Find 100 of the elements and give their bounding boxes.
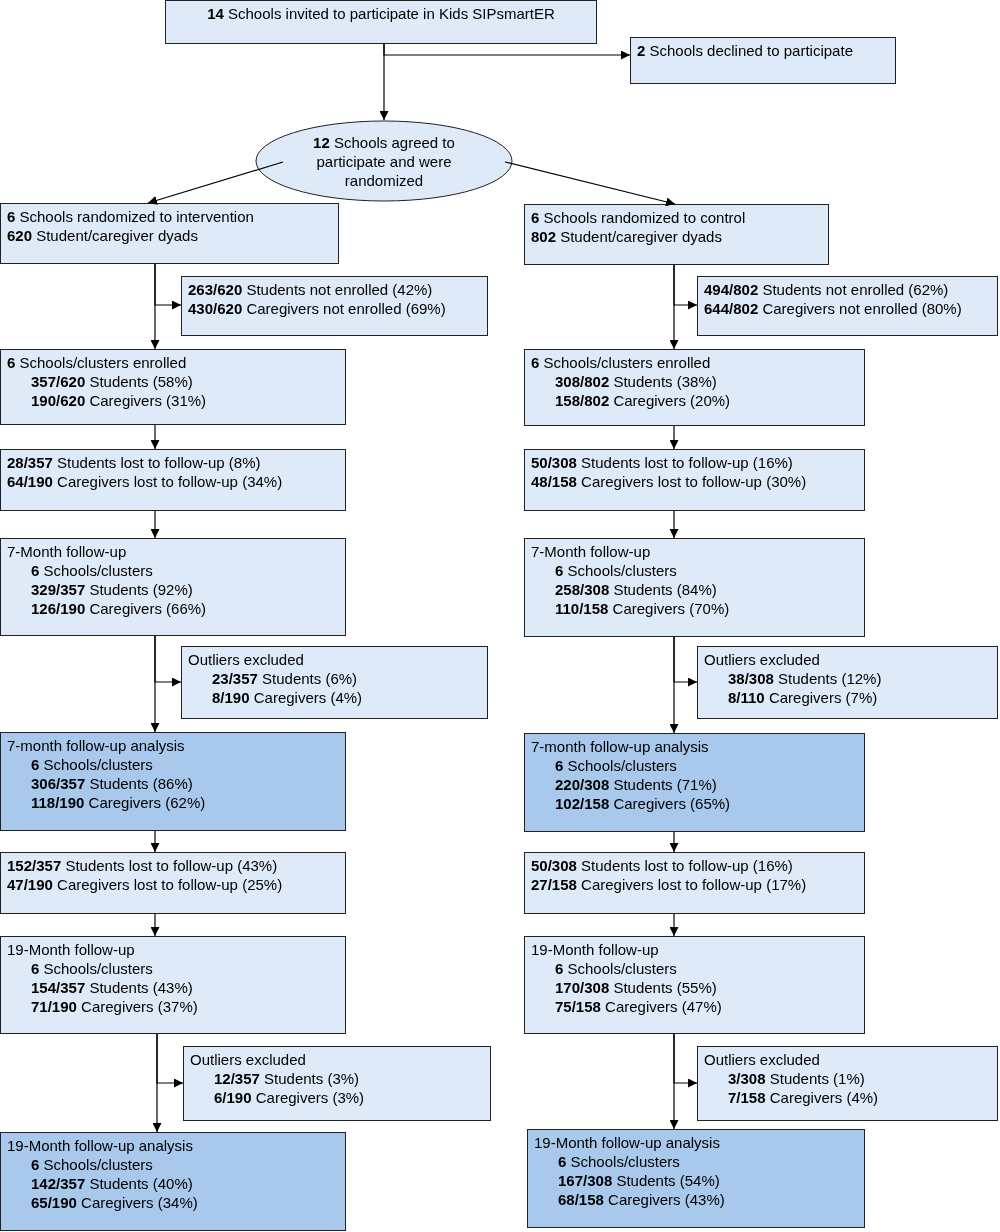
analysis-box — [0, 1132, 346, 1231]
box-text: 190/620 Caregivers (31%) — [30, 391, 208, 410]
arrow — [669, 831, 679, 853]
box-text: 644/802 Caregivers not enrolled (80%) — [704, 299, 963, 318]
box-heading: Outliers excluded — [704, 1050, 821, 1069]
box-text: 47/190 Caregivers lost to follow-up (25%) — [7, 875, 284, 894]
box-text: 6 Schools/clusters — [554, 756, 678, 775]
box-text: 126/190 Caregivers (66%) — [30, 599, 208, 618]
process-box — [0, 852, 346, 914]
box-text: 75/158 Caregivers (47%) — [554, 997, 723, 1016]
arrow — [156, 1033, 184, 1088]
box-heading: Outliers excluded — [188, 650, 305, 669]
box-text: 8/110 Caregivers (7%) — [727, 688, 879, 707]
box-text: 6 Schools/clusters — [557, 1152, 681, 1171]
box-text: 167/308 Students (54%) — [557, 1171, 721, 1190]
process-box — [0, 449, 346, 511]
box-text: 6/190 Caregivers (3%) — [213, 1088, 366, 1107]
box-text: 6 Schools/clusters — [30, 755, 154, 774]
box-text: 494/802 Students not enrolled (62%) — [704, 280, 950, 299]
box-text: 118/190 Caregivers (62%) — [30, 793, 207, 812]
analysis-box — [524, 733, 865, 832]
box-heading: Outliers excluded — [704, 650, 821, 669]
box-text: 258/308 Students (84%) — [554, 580, 718, 599]
box-text: 14 Schools invited to participate in Kids SIPsmartER — [206, 4, 556, 23]
box-text: 430/620 Caregivers not enrolled (69%) — [188, 299, 447, 318]
box-text: 6 Schools/clusters — [30, 1155, 154, 1174]
box-text: 306/357 Students (86%) — [30, 774, 194, 793]
process-box — [181, 276, 488, 336]
box-text: 263/620 Students not enrolled (42%) — [188, 280, 434, 299]
process-box — [524, 449, 865, 511]
box-heading: 19-Month follow-up analysis — [534, 1133, 721, 1152]
process-box — [524, 852, 865, 914]
box-heading: 7-month follow-up analysis — [531, 737, 710, 756]
box-text: 50/308 Students lost to follow-up (16%) — [531, 856, 794, 875]
box-text: 12/357 Students (3%) — [213, 1069, 361, 1088]
box-text: 48/158 Caregivers lost to follow-up (30%) — [531, 472, 808, 491]
box-text: 329/357 Students (92%) — [30, 580, 194, 599]
process-box — [0, 936, 346, 1034]
box-heading: 6 Schools/clusters enrolled — [531, 353, 712, 372]
box-text: 27/158 Caregivers lost to follow-up (17%) — [531, 875, 808, 894]
box-text: 12 Schools agreed to participate and were randomized — [312, 132, 456, 190]
process-box — [524, 538, 865, 637]
box-text: 23/357 Students (6%) — [211, 669, 359, 688]
box-text: 50/308 Students lost to follow-up (16%) — [531, 453, 794, 472]
arrow — [154, 263, 182, 310]
process-box — [524, 204, 829, 265]
box-text: 28/357 Students lost to follow-up (8%) — [7, 453, 262, 472]
box-text: 2 Schools declined to participate — [637, 41, 854, 60]
box-text: 6 Schools/clusters — [554, 561, 678, 580]
box-text: 154/357 Students (43%) — [30, 978, 194, 997]
box-text: 152/357 Students lost to follow-up (43%) — [7, 856, 279, 875]
arrow — [669, 425, 679, 450]
arrow — [150, 424, 160, 450]
box-text: 71/190 Caregivers (37%) — [30, 997, 199, 1016]
box-text: 68/158 Caregivers (43%) — [557, 1190, 726, 1209]
box-text: 6 Schools/clusters — [554, 959, 678, 978]
box-text: 357/620 Students (58%) — [30, 372, 194, 391]
arrow — [154, 635, 182, 687]
box-heading: 7-Month follow-up — [7, 542, 128, 561]
process-box — [524, 349, 865, 426]
box-text: 3/308 Students (1%) — [727, 1069, 866, 1088]
process-box — [0, 203, 339, 264]
box-heading: 7-month follow-up analysis — [7, 736, 186, 755]
box-text: 158/802 Caregivers (20%) — [554, 391, 732, 410]
arrow — [150, 510, 160, 539]
process-box — [183, 1046, 491, 1121]
analysis-box — [0, 732, 346, 831]
box-text: 6 Schools/clusters — [30, 561, 154, 580]
box-heading: 19-Month follow-up — [7, 940, 136, 959]
box-text: 64/190 Caregivers lost to follow-up (34%) — [7, 472, 284, 491]
box-text: 110/158 Caregivers (70%) — [554, 599, 731, 618]
box-text: 308/802 Students (38%) — [554, 372, 718, 391]
arrow — [673, 636, 698, 687]
box-heading: 6 Schools/clusters enrolled — [7, 353, 188, 372]
arrow — [673, 264, 698, 310]
box-text: 8/190 Caregivers (4%) — [211, 688, 364, 707]
box-heading: 19-Month follow-up — [531, 940, 660, 959]
process-box — [697, 276, 998, 336]
process-box — [0, 349, 346, 425]
arrow — [669, 510, 679, 539]
process-box — [524, 936, 865, 1034]
arrow — [383, 43, 631, 60]
box-text: 6 Schools/clusters — [30, 959, 154, 978]
arrow — [150, 913, 160, 937]
box-heading: 7-Month follow-up — [531, 542, 652, 561]
process-box — [697, 1046, 998, 1121]
process-box — [630, 37, 896, 84]
box-text: 65/190 Caregivers (34%) — [30, 1193, 199, 1212]
box-heading: Outliers excluded — [190, 1050, 307, 1069]
arrow — [150, 830, 160, 853]
arrow — [504, 161, 676, 207]
box-text: 170/308 Students (55%) — [554, 978, 718, 997]
analysis-box — [527, 1129, 865, 1228]
process-box — [0, 538, 346, 636]
box-text: 6 Schools randomized to control — [531, 208, 747, 227]
decision-ellipse — [255, 120, 513, 202]
box-text: 802 Student/caregiver dyads — [531, 227, 723, 246]
box-text: 6 Schools randomized to intervention — [7, 207, 255, 226]
process-box — [181, 646, 488, 719]
process-box — [165, 0, 597, 44]
